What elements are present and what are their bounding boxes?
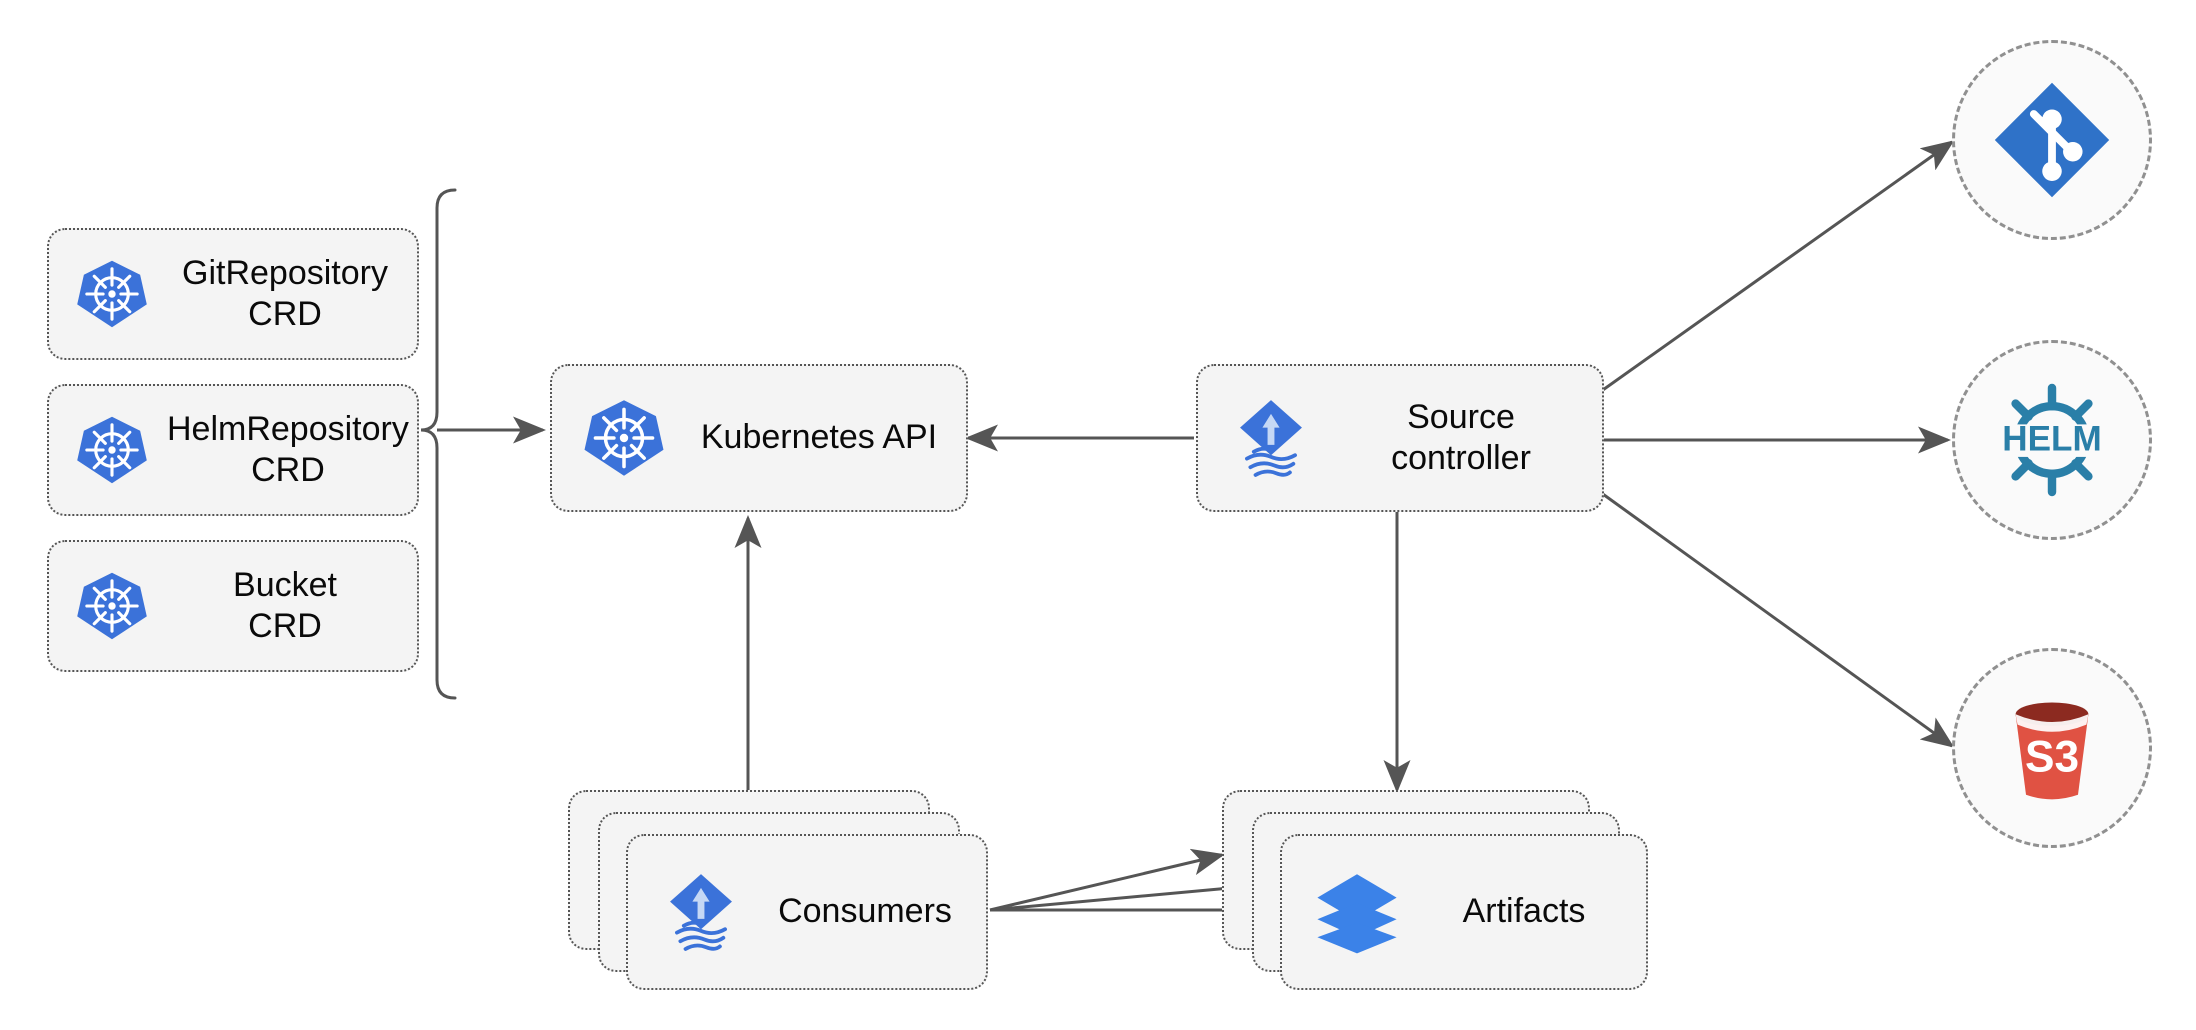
stack-artifacts[interactable]: Artifacts [1222,790,1648,990]
s3-label: S3 [2025,732,2079,781]
stack-consumers[interactable]: Consumers [568,790,988,990]
node-bucket-crd[interactable]: Bucket CRD [47,540,419,672]
node-git-source[interactable] [1952,40,2152,240]
helm-icon: HELM [2002,383,2102,497]
helm-label: HELM [2002,419,2101,458]
kubernetes-icon [77,416,147,484]
node-gitrepository-crd[interactable]: GitRepository CRD [47,228,419,360]
edge-consumers-to-artifact-2 [989,875,1255,912]
edge-consumers-to-artifact-1 [989,848,1225,912]
edge-source-controller-to-s3 [1599,490,1955,748]
artifacts-card-front[interactable]: Artifacts [1280,834,1648,990]
node-label: Source controller [1391,397,1531,477]
node-label: Consumers [778,892,952,931]
node-label: HelmRepository CRD [167,409,409,489]
kubernetes-icon [77,260,147,328]
flux-icon [1240,400,1302,477]
kubernetes-icon [77,572,147,640]
consumers-card-front[interactable]: Consumers [626,834,988,990]
kubernetes-icon [584,400,664,476]
edge-source-controller-to-git [1599,140,1955,394]
layers-icon [1317,874,1397,954]
node-s3-source[interactable]: S3 [1952,648,2152,848]
node-helmrepository-crd[interactable]: HelmRepository CRD [47,384,419,516]
s3-icon: S3 [2015,702,2089,800]
node-label: GitRepository CRD [182,253,388,333]
crd-group-brace [420,188,457,700]
node-label: Artifacts [1462,892,1586,931]
node-label: Kubernetes API [700,418,938,457]
flux-icon [670,874,732,951]
node-kubernetes-api[interactable]: Kubernetes API [550,364,968,512]
node-helm-source[interactable]: HELM [1952,340,2152,540]
node-source-controller[interactable]: Source controller [1196,364,1604,512]
git-icon [1994,82,2110,198]
node-label: Bucket CRD [233,565,337,645]
